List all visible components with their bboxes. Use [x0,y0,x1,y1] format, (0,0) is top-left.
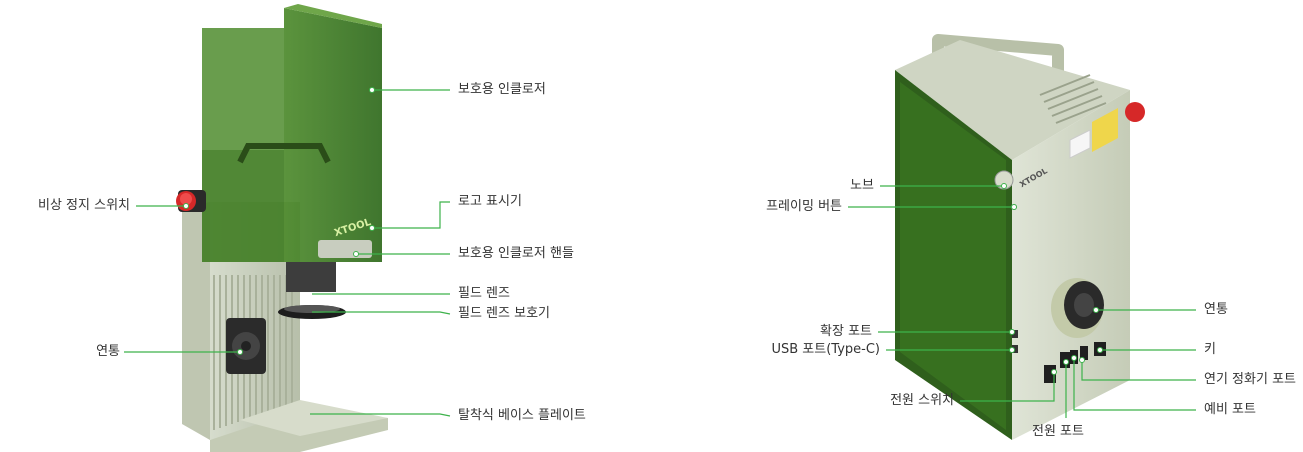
label-vent-right: 연통 [1204,302,1228,317]
label-framing-button: 프레이밍 버튼 [766,199,842,214]
label-power-port: 전원 포트 [1032,424,1084,439]
label-vent-left: 연통 [96,344,120,359]
line-spare-port [1073,358,1196,411]
label-usb-port: USB 포트(Type-C) [771,342,880,357]
label-protective-enclosure: 보호용 인클로저 [458,82,546,97]
label-field-lens-protector: 필드 렌즈 보호기 [458,306,550,321]
label-expansion-port: 확장 포트 [820,324,872,339]
label-key: 키 [1204,342,1216,357]
label-field-lens: 필드 렌즈 [458,286,510,301]
line-logo-indicator [372,201,450,229]
anchor-dots [183,87,1103,375]
label-enclosure-handle: 보호용 인클로저 핸들 [458,246,574,261]
left-device: XTOOL [176,4,388,452]
line-field-lens-protector [312,311,451,315]
line-fume-port [1081,360,1196,381]
leader-lines [124,89,1196,418]
label-fume-extractor-port: 연기 정화기 포트 [1204,372,1296,387]
label-emergency-stop: 비상 정지 스위치 [38,198,130,213]
label-detachable-base: 탈착식 베이스 플레이트 [458,408,586,423]
label-knob: 노브 [850,178,874,193]
line-base-plate [310,413,451,417]
label-spare-port: 예비 포트 [1204,402,1256,417]
label-power-switch: 전원 스위치 [890,393,954,408]
label-logo-indicator: 로고 표시기 [458,194,522,209]
line-power-switch [960,372,1055,402]
